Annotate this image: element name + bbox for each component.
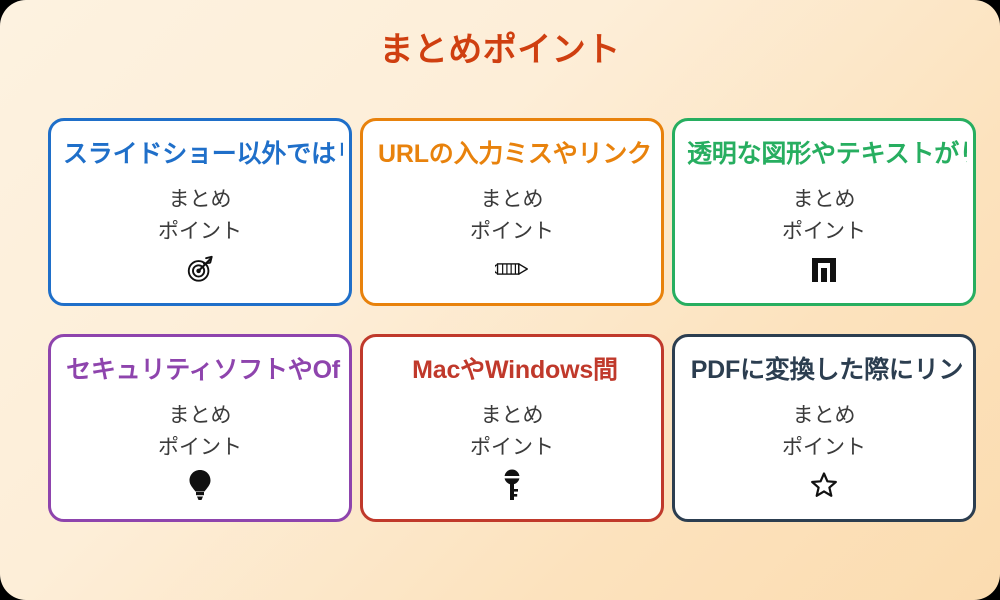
card-heading: URLの入力ミスやリンク	[378, 140, 652, 168]
light-bulb-icon	[51, 467, 349, 501]
card-heading: 透明な図形やテキストがり	[687, 140, 967, 168]
star-icon	[675, 467, 973, 501]
card-body-text: まとめ ポイント	[158, 188, 242, 243]
summary-card[interactable]: PDFに変換した際にリン まとめ ポイント	[672, 334, 976, 522]
summary-card[interactable]: スライドショー以外ではリ まとめ ポイント	[48, 118, 352, 306]
card-heading: セキュリティソフトやOf	[66, 356, 340, 384]
page-title: まとめポイント	[379, 31, 621, 69]
bar-chart-icon	[675, 251, 973, 285]
card-body-text: まとめ ポイント	[470, 404, 554, 459]
summary-card[interactable]: MacやWindows間 まとめ ポイント	[360, 334, 664, 522]
card-heading: スライドショー以外ではリ	[63, 140, 343, 168]
summary-card[interactable]: セキュリティソフトやOf まとめ ポイント	[48, 334, 352, 522]
card-body-text: まとめ ポイント	[782, 188, 866, 243]
dart-target-icon	[51, 251, 349, 285]
pencil-icon	[363, 251, 661, 285]
summary-card[interactable]: URLの入力ミスやリンク まとめ ポイント	[360, 118, 664, 306]
key-icon	[363, 467, 661, 501]
card-heading: PDFに変換した際にリン	[690, 356, 964, 384]
card-heading: MacやWindows間	[412, 356, 618, 384]
card-body-text: まとめ ポイント	[158, 404, 242, 459]
summary-point-grid: スライドショー以外ではリ まとめ ポイント URLの入力ミスやリンク まとめ ポ…	[48, 118, 976, 522]
summary-card[interactable]: 透明な図形やテキストがり まとめ ポイント	[672, 118, 976, 306]
card-body-text: まとめ ポイント	[782, 404, 866, 459]
card-body-text: まとめ ポイント	[470, 188, 554, 243]
